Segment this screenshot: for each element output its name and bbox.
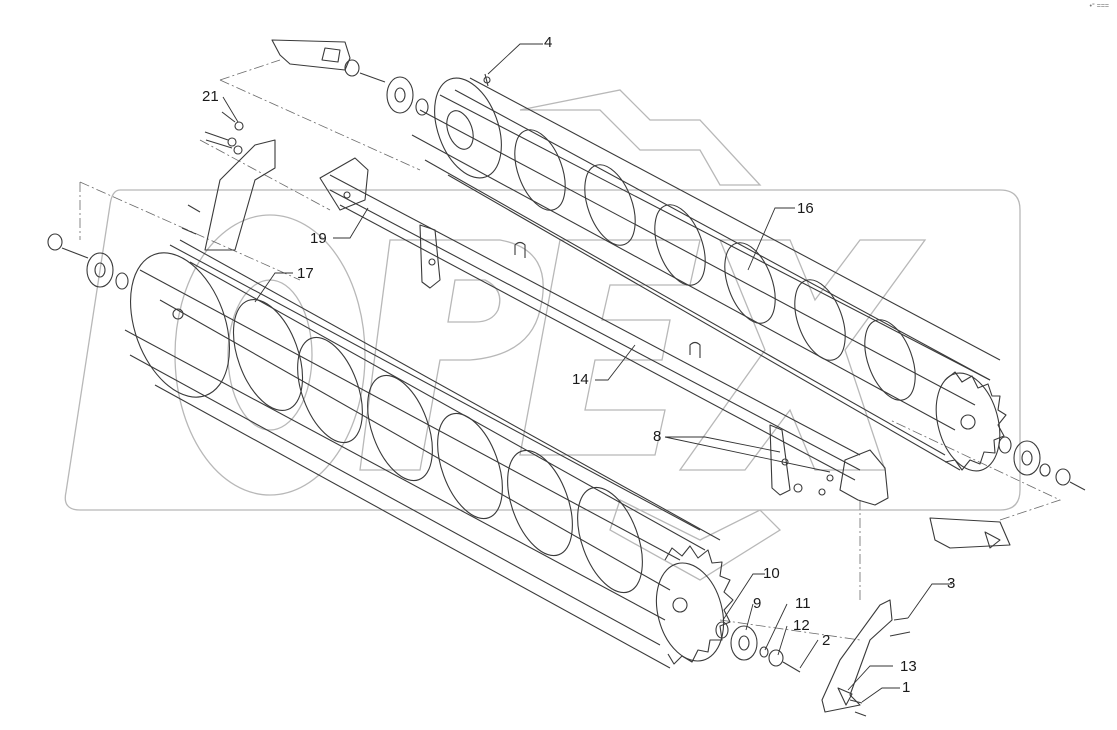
callout-9: 9 [753, 595, 762, 612]
callout-13: 13 [900, 658, 917, 675]
cross-beam [319, 157, 889, 506]
lower-roller [124, 239, 734, 669]
assembly-lines [79, 59, 1062, 641]
callout-19: 19 [310, 230, 327, 247]
callout-11: 11 [795, 595, 811, 612]
callout-14: 14 [572, 371, 589, 388]
callout-21: 21 [202, 88, 219, 105]
hardware-parts [47, 59, 1086, 717]
callout-10: 10 [763, 565, 780, 582]
callout-8: 8 [653, 428, 662, 445]
mounting-brackets [204, 39, 1011, 713]
callout-1: 1 [902, 679, 911, 696]
callout-12: 12 [793, 617, 810, 634]
upper-roller [411, 77, 1007, 472]
callout-3: 3 [947, 575, 956, 592]
callout-leader-lines [222, 43, 952, 703]
callout-16: 16 [797, 200, 814, 217]
callout-17: 17 [297, 265, 314, 282]
callout-4: 4 [544, 34, 553, 51]
corner-mark: •° === [1089, 3, 1109, 10]
watermark-logo [64, 89, 1021, 581]
callout-2: 2 [822, 632, 831, 649]
